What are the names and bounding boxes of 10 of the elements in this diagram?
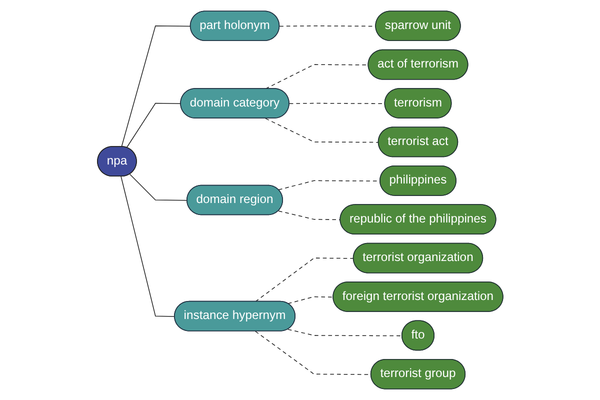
connector (129, 174, 188, 201)
connector (120, 176, 175, 317)
connector (278, 210, 341, 220)
connector (264, 64, 369, 90)
connector (264, 118, 379, 143)
connector (120, 25, 191, 148)
connector (287, 296, 334, 304)
connector (254, 258, 354, 302)
connector (126, 102, 182, 148)
connector (287, 328, 402, 336)
